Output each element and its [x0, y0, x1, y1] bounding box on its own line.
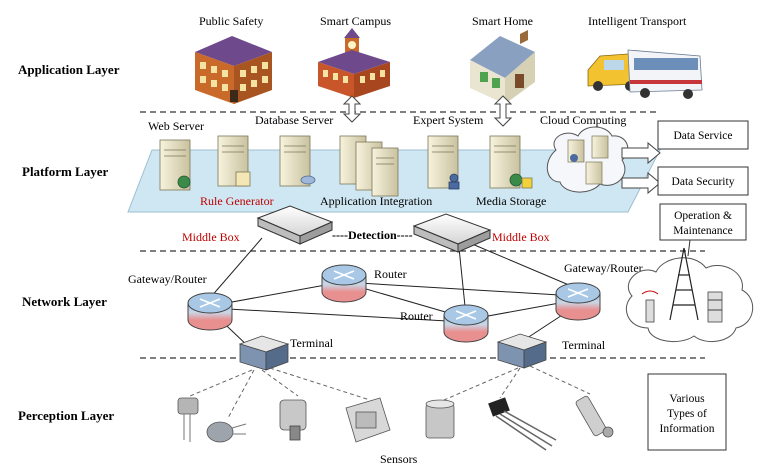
data-service-label: Data Service [673, 130, 732, 142]
sensor-3-icon [279, 399, 307, 441]
label-router-top: Router [374, 267, 407, 281]
operation-maintenance-box: Operation & Maintenance [659, 203, 747, 241]
arrow-to-data-security-icon [621, 171, 661, 195]
label-database-server: Database Server [255, 113, 333, 127]
sensor-1-icon [177, 397, 199, 442]
router-gateway-right-icon [555, 282, 601, 321]
platform-right-arrows [621, 141, 661, 195]
label-rule-generator: Rule Generator [200, 194, 274, 208]
sensor-2-icon [206, 421, 247, 443]
sensor-7-icon [575, 395, 614, 438]
network-links [209, 237, 577, 349]
data-security-box: Data Security [657, 166, 749, 196]
various-information-box: Various Types of Information [647, 373, 727, 451]
tower-to-ops-link [687, 239, 691, 257]
middle-box-right-icon [412, 213, 492, 253]
label-media-storage: Media Storage [476, 194, 546, 208]
label-detection: ----Detection---- [332, 228, 413, 242]
database-server-icon [279, 135, 316, 187]
cloud-computing-icon [546, 126, 629, 193]
operation-label-line1: Operation & [674, 210, 732, 222]
router-top-icon [321, 264, 367, 303]
smart-home-icon [470, 30, 535, 104]
intelligent-transport-icon [587, 49, 703, 99]
servers [159, 135, 533, 197]
application-integration-servers-icon [339, 135, 399, 197]
various-label-line3: Information [660, 423, 715, 435]
label-application-integration: Application Integration [320, 194, 432, 208]
label-terminal-right: Terminal [562, 338, 606, 352]
label-router-mid: Router [400, 309, 433, 323]
app-label-smart-home: Smart Home [472, 14, 533, 28]
expert-system-server-icon [427, 135, 460, 190]
label-sensors: Sensors [380, 452, 418, 466]
public-safety-building-icon [195, 36, 272, 104]
terminal-right-icon [496, 333, 548, 369]
app-label-smart-campus: Smart Campus [320, 14, 391, 28]
sensor-links [189, 365, 591, 419]
label-cloud-computing: Cloud Computing [540, 113, 626, 127]
sensor-4-icon [345, 397, 391, 443]
layer-label-platform: Platform Layer [22, 164, 109, 179]
media-storage-server-icon [489, 135, 533, 189]
label-gateway-right: Gateway/Router [564, 261, 643, 275]
label-web-server: Web Server [148, 119, 204, 133]
rule-generator-server-icon [217, 135, 251, 187]
label-terminal-left: Terminal [290, 336, 334, 350]
various-label-line1: Various [669, 393, 705, 405]
smart-campus-building-icon [318, 28, 390, 98]
wireless-cloud-icon [626, 247, 754, 343]
layer-dividers [140, 111, 705, 359]
arrow-to-data-service-icon [621, 141, 661, 165]
sensor-6-icon [488, 397, 557, 451]
app-label-intelligent-transport: Intelligent Transport [588, 14, 687, 28]
double-arrow-left-icon [342, 95, 362, 123]
label-middle-box-left: Middle Box [182, 230, 240, 244]
data-service-box: Data Service [657, 120, 749, 150]
layer-label-network: Network Layer [22, 294, 107, 309]
various-label-line2: Types of [667, 408, 707, 420]
sensor-5-icon [425, 399, 455, 439]
terminal-left-icon [238, 335, 290, 371]
app-label-public-safety: Public Safety [199, 14, 263, 28]
label-middle-box-right: Middle Box [492, 230, 550, 244]
router-mid-icon [443, 304, 489, 343]
layer-label-perception: Perception Layer [18, 408, 114, 423]
label-gateway-left: Gateway/Router [128, 272, 207, 286]
web-server-icon [159, 139, 191, 191]
operation-label-line2: Maintenance [673, 225, 732, 237]
app-platform-arrows [342, 95, 513, 127]
router-gateway-left-icon [187, 292, 233, 331]
middle-box-left-icon [256, 205, 334, 245]
double-arrow-right-icon [493, 95, 513, 127]
data-security-label: Data Security [672, 176, 735, 188]
label-expert-system: Expert System [413, 113, 484, 127]
layer-label-application: Application Layer [18, 62, 120, 77]
